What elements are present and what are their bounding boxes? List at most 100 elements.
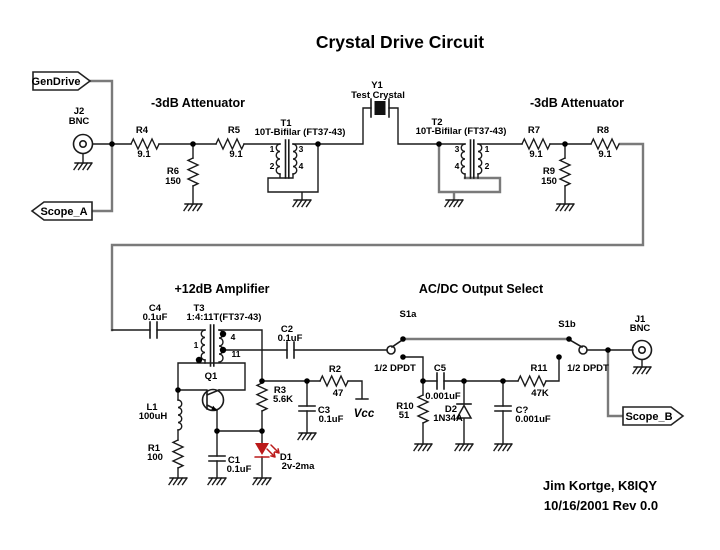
resistor-r5: R5 9.1: [215, 125, 245, 160]
resistor-r1: R1 100: [147, 439, 188, 486]
label-r2-value: 47: [333, 388, 344, 399]
resistor-icon: [558, 157, 572, 187]
label-vcc: Vcc: [354, 408, 375, 420]
bus-wiring: [88, 79, 645, 418]
capacitor-icon: [436, 372, 445, 390]
wiring: [82, 107, 643, 479]
junction-dot: [436, 141, 442, 147]
wire-t2-return: [437, 142, 502, 202]
label-y1-ref: Y1: [371, 80, 383, 91]
label-j2-type: BNC: [69, 116, 90, 127]
label-t1-pin2: 2: [270, 161, 275, 171]
junction-dot: [562, 141, 568, 147]
label-r7-value: 9.1: [529, 149, 543, 160]
junction-dot: [461, 378, 467, 384]
ground-icon: [493, 443, 513, 452]
ground-icon: [168, 477, 188, 486]
label-r8-ref: R8: [597, 125, 609, 136]
switch-s1a: S1a 1/2 DPDT: [374, 309, 417, 374]
wire-vcc-feed: [261, 380, 369, 400]
crystal-plates: [370, 98, 390, 118]
gendrive-flag: GenDrive: [32, 71, 92, 91]
junction-dot: [500, 378, 506, 384]
gendrive-flag-shape: [32, 71, 92, 91]
label-cq-value: 0.001uF: [515, 414, 551, 425]
ground-icon: [454, 443, 474, 452]
scope-a-flag-shape: [30, 201, 93, 221]
resistor-icon: [590, 137, 620, 151]
label-t2-pin4: 4: [455, 161, 460, 171]
label-t3-pin1: 1: [194, 340, 199, 350]
label-r11-ref: R11: [531, 363, 549, 374]
label-t3-pin11: 11: [232, 349, 241, 359]
transformer-t3: T3 1:4:11T(FT37-43) 1 4 11: [187, 303, 261, 367]
crystal-y1: Y1 Test Crystal: [351, 80, 405, 118]
capacitor-icon: [298, 405, 316, 412]
resistor-r3: R3 5.6K: [255, 382, 293, 412]
capacitor-icon: [149, 321, 158, 339]
wire-t1-return: [267, 143, 319, 201]
label-t1-pin1: 1: [270, 144, 275, 154]
junction-dot: [259, 378, 265, 384]
label-r9-ref: R9: [543, 166, 555, 177]
label-r8-value: 9.1: [598, 149, 612, 160]
label-r10-ref: R10: [396, 401, 413, 412]
label-t3-ref: T3: [193, 303, 204, 314]
label-r4-ref: R4: [136, 125, 149, 136]
phase-dot: [219, 330, 227, 338]
label-r6-ref: R6: [167, 166, 179, 177]
label-j1-type: BNC: [630, 323, 651, 334]
wire-dc-network: [402, 356, 560, 382]
inductor-l1: L1 100uH: [139, 399, 183, 431]
led-icon: [255, 443, 269, 455]
credit-revision: 10/16/2001 Rev 0.0: [544, 498, 658, 513]
ground-icon: [292, 199, 312, 208]
resistor-r6: R6 150: [165, 157, 203, 212]
capacitor-icon: [494, 405, 512, 412]
label-t2-pin2: 2: [485, 161, 490, 171]
label-r3-ref: R3: [274, 385, 286, 396]
label-cq-ref: C?: [516, 405, 529, 416]
connector-j1: J1 BNC: [630, 314, 653, 375]
ground-icon: [444, 199, 464, 208]
scope-b-flag-label: Scope_B: [625, 411, 672, 423]
wire-feedback-to-amplifier: [110, 142, 645, 332]
label-r9-value: 150: [541, 176, 557, 187]
junction-dot: [605, 347, 611, 353]
transistor-icon: [201, 388, 225, 412]
label-r1-value: 100: [147, 452, 163, 463]
resistor-icon: [215, 137, 245, 151]
winding-left: [275, 143, 281, 175]
label-t2-pin1: 1: [485, 144, 490, 154]
ground-icon: [413, 443, 433, 452]
bnc-connector-icon: [631, 339, 653, 361]
junction-dot: [214, 428, 220, 434]
label-r1-ref: R1: [148, 443, 161, 454]
resistor-r11: R11 47K: [517, 363, 549, 399]
junction-dot: [420, 378, 426, 384]
label-r6-value: 150: [165, 176, 181, 187]
label-c3-value: 0.1uF: [319, 414, 344, 425]
transistor-q1: Q1: [201, 371, 225, 412]
label-t3-pin4: 4: [231, 332, 236, 342]
resistor-icon: [186, 157, 200, 187]
emitter-arrow: [211, 405, 217, 411]
resistor-icon: [416, 394, 430, 424]
capacitor-icon: [286, 341, 295, 359]
label-t2-ref: T2: [431, 117, 442, 128]
label-c3-ref: C3: [318, 405, 330, 416]
label-t1-desc: 10T-Bifilar (FT37-43): [255, 127, 346, 138]
led-arrows: [254, 444, 280, 458]
label-t1-pin3: 3: [299, 144, 304, 154]
phase-dot: [219, 346, 227, 354]
connector-j2: J2 BNC: [69, 106, 94, 171]
junction-dot: [175, 387, 181, 393]
label-c1-value: 0.1uF: [227, 464, 252, 475]
bnc-connector-icon: [72, 133, 94, 155]
label-r3-value: 5.6K: [273, 394, 293, 405]
credits: Jim Kortge, K8IQY 10/16/2001 Rev 0.0: [543, 478, 658, 513]
label-t1-pin4: 4: [299, 161, 304, 171]
section-attenuator-left: -3dB Attenuator: [151, 96, 245, 110]
